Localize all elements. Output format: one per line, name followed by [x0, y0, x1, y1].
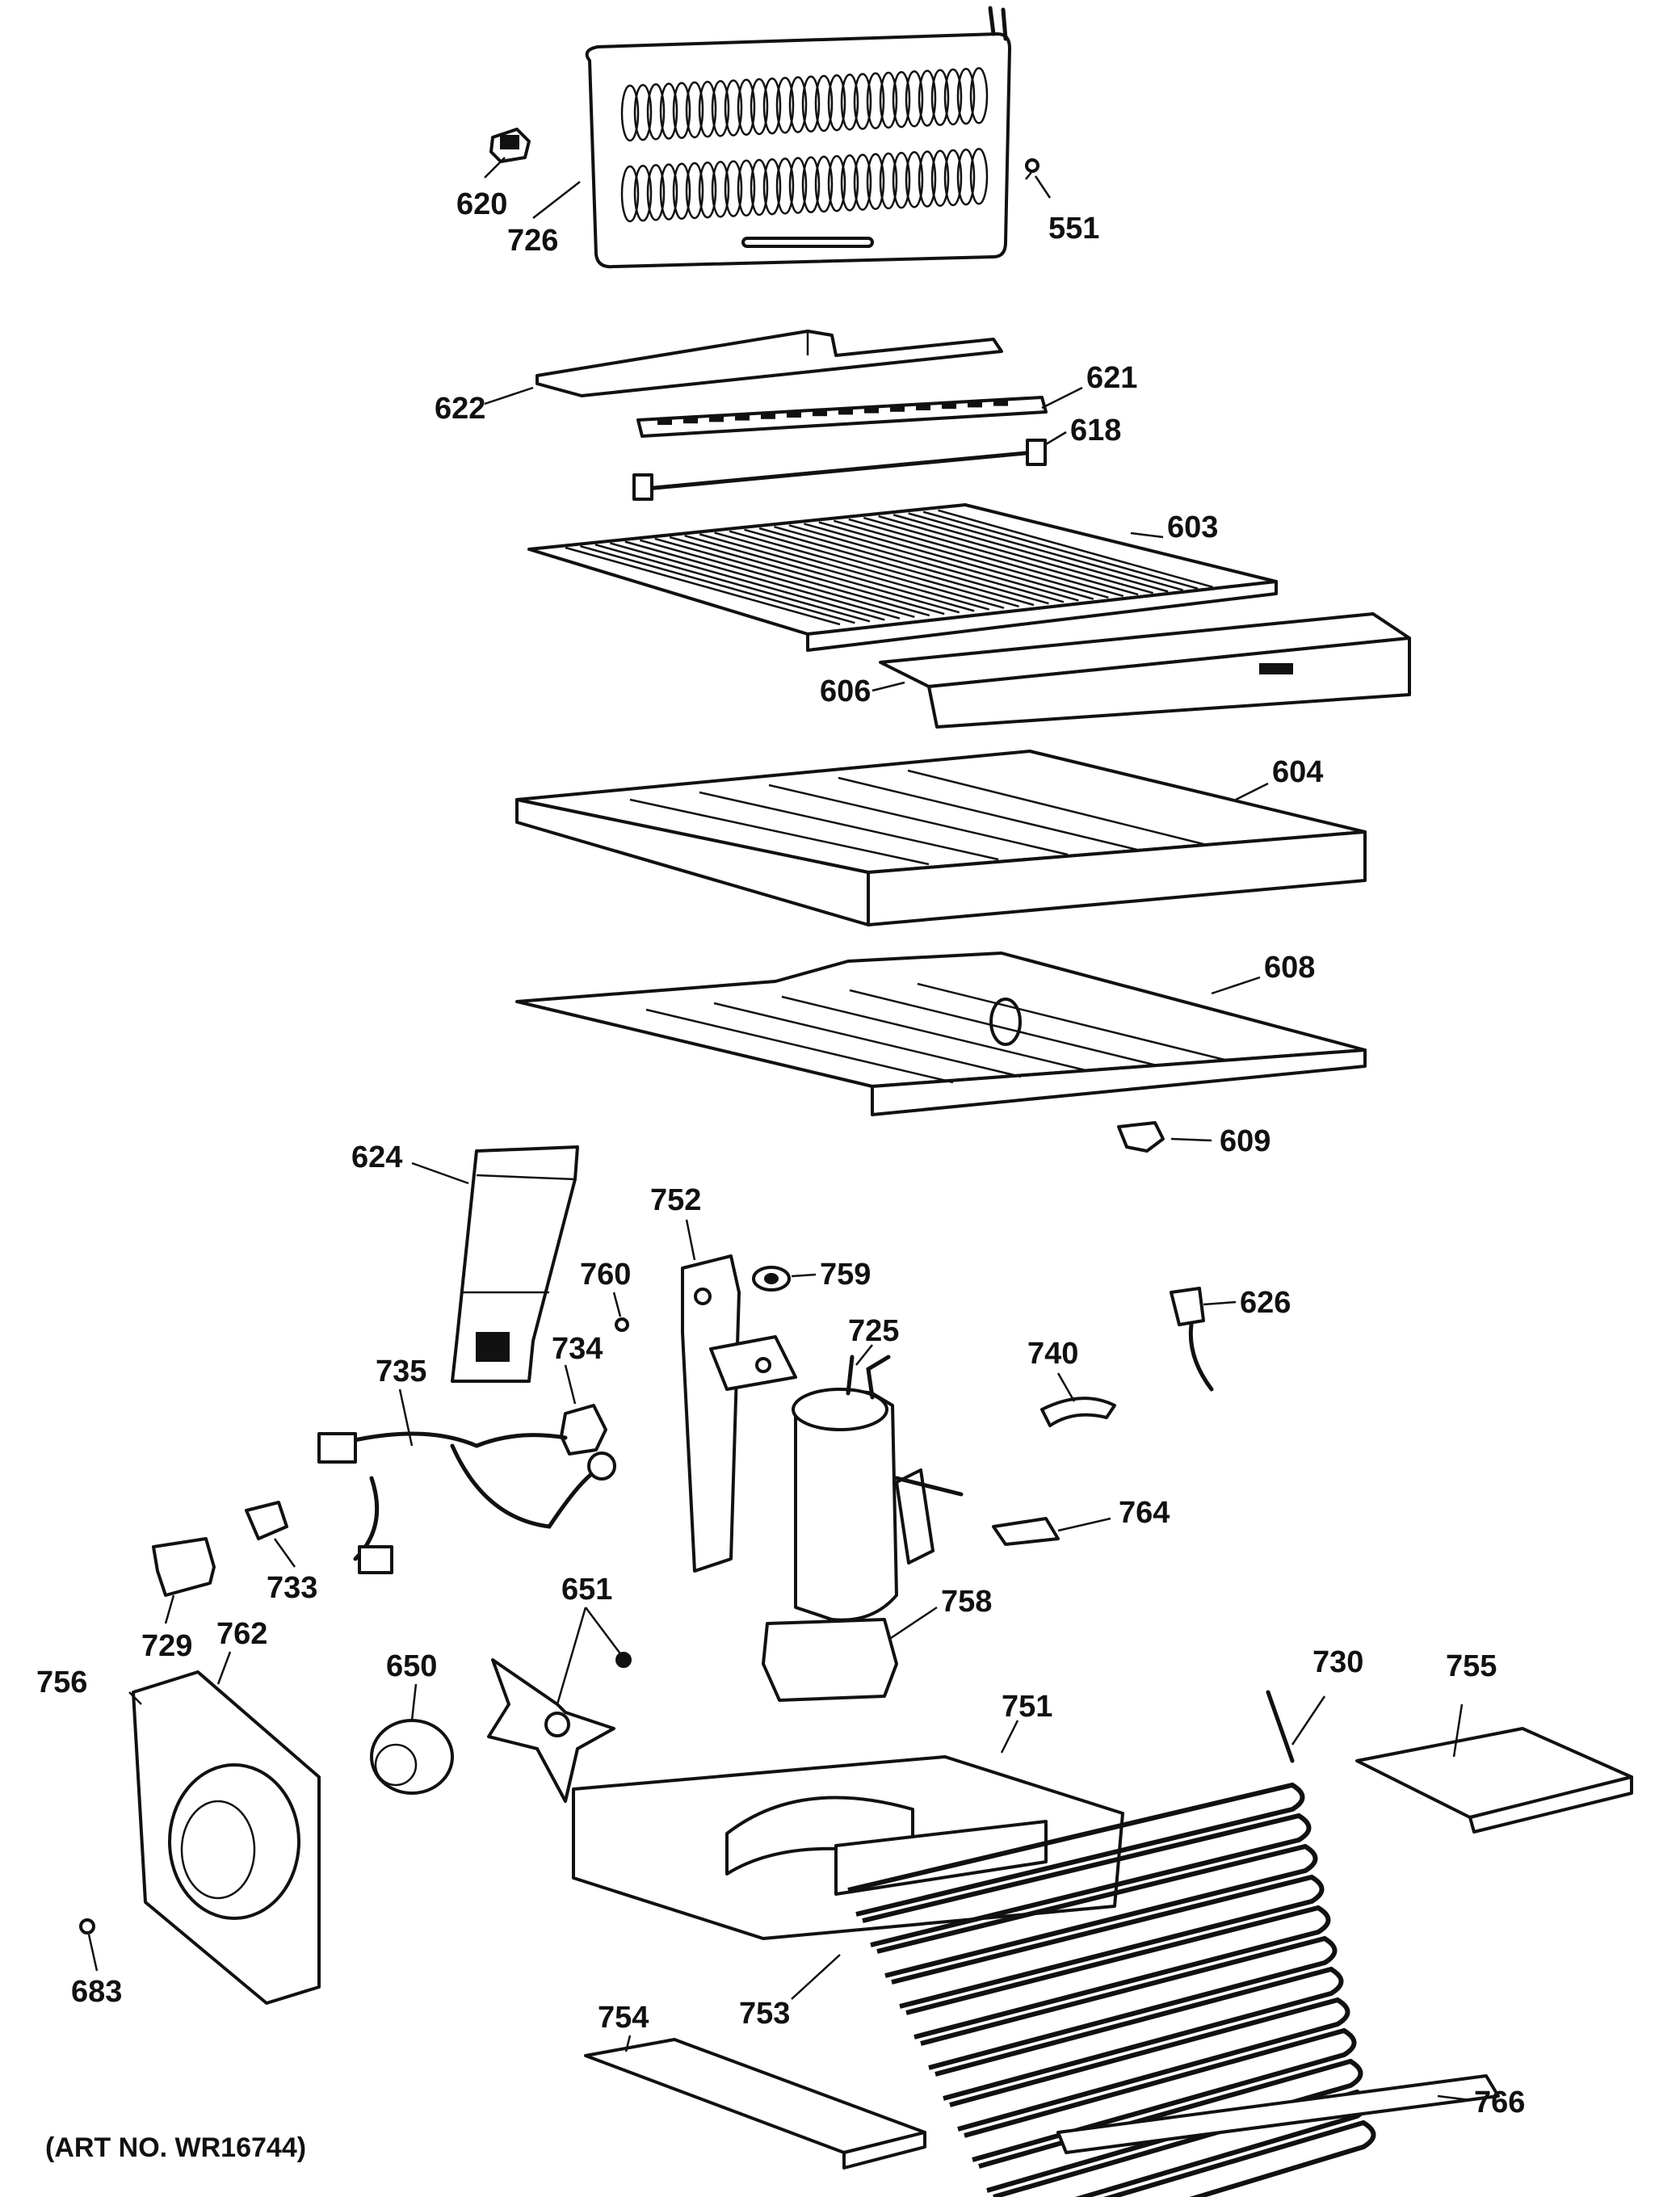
- bracket-752: [681, 1254, 797, 1573]
- label-758: 758: [941, 1585, 992, 1619]
- switch-733: [245, 1501, 288, 1540]
- label-756: 756: [36, 1666, 87, 1699]
- label-609: 609: [1220, 1124, 1270, 1158]
- clip-740: [1040, 1397, 1116, 1427]
- bracket-764: [992, 1517, 1060, 1546]
- leader-lines: [87, 157, 1471, 2102]
- label-624: 624: [351, 1141, 402, 1174]
- label-752: 752: [650, 1183, 701, 1217]
- label-753: 753: [739, 1997, 790, 2031]
- label-754: 754: [598, 2001, 649, 2035]
- compressor-725: [792, 1355, 964, 1622]
- mount-758: [762, 1618, 898, 1702]
- relay-734: [560, 1404, 607, 1456]
- label-603: 603: [1167, 510, 1218, 544]
- clip-609: [1117, 1121, 1165, 1153]
- panel-754: [584, 2038, 926, 2170]
- label-766: 766: [1474, 2086, 1525, 2119]
- label-725: 725: [848, 1314, 899, 1348]
- label-734: 734: [552, 1332, 603, 1366]
- label-733: 733: [267, 1571, 317, 1605]
- label-621: 621: [1086, 361, 1137, 395]
- label-759: 759: [820, 1258, 871, 1292]
- label-604: 604: [1272, 755, 1323, 789]
- harness-735: [317, 1431, 616, 1574]
- part-labels: 551 620 726 622 621 618 603 606 604 608 …: [36, 187, 1525, 2119]
- pad-766: [1056, 2074, 1500, 2154]
- label-730: 730: [1312, 1645, 1363, 1679]
- fan-blade-651: [487, 1652, 632, 1803]
- screw-683: [79, 1918, 95, 1934]
- screw-551: [1025, 158, 1040, 180]
- label-618: 618: [1070, 414, 1121, 447]
- clip-620: [489, 128, 531, 163]
- panel-755: [1355, 1727, 1633, 1834]
- pan-608: [515, 951, 1367, 1116]
- label-651: 651: [561, 1573, 612, 1607]
- label-755: 755: [1446, 1649, 1497, 1683]
- cord-626: [1170, 1287, 1214, 1392]
- cover-622: [536, 330, 1003, 397]
- art-number: (ART NO. WR16744): [45, 2132, 307, 2163]
- evaporator-726: [585, 6, 1011, 269]
- pan-604: [515, 750, 1367, 926]
- label-683: 683: [71, 1975, 122, 2009]
- label-551: 551: [1048, 212, 1099, 246]
- label-740: 740: [1027, 1337, 1078, 1371]
- label-735: 735: [376, 1355, 426, 1388]
- label-751: 751: [1002, 1690, 1052, 1724]
- duct-624: [451, 1145, 579, 1383]
- bracket-621: [636, 396, 1048, 438]
- heater-618: [632, 439, 1047, 501]
- shelf-603: [527, 503, 1278, 652]
- label-764: 764: [1119, 1496, 1170, 1530]
- label-729: 729: [141, 1629, 192, 1663]
- grommet-759: [752, 1266, 791, 1292]
- fan-shroud-756: [132, 1670, 321, 2005]
- label-622: 622: [435, 392, 485, 426]
- label-650: 650: [386, 1649, 437, 1683]
- capacitor-729: [152, 1537, 216, 1597]
- label-620: 620: [456, 187, 507, 221]
- label-762: 762: [216, 1617, 267, 1651]
- trim-606: [879, 612, 1411, 729]
- label-726: 726: [507, 224, 558, 258]
- label-608: 608: [1264, 951, 1315, 985]
- label-626: 626: [1240, 1286, 1291, 1320]
- screw-760: [615, 1317, 629, 1332]
- label-760: 760: [580, 1258, 631, 1292]
- fan-motor-650: [370, 1719, 454, 1795]
- label-606: 606: [820, 674, 871, 708]
